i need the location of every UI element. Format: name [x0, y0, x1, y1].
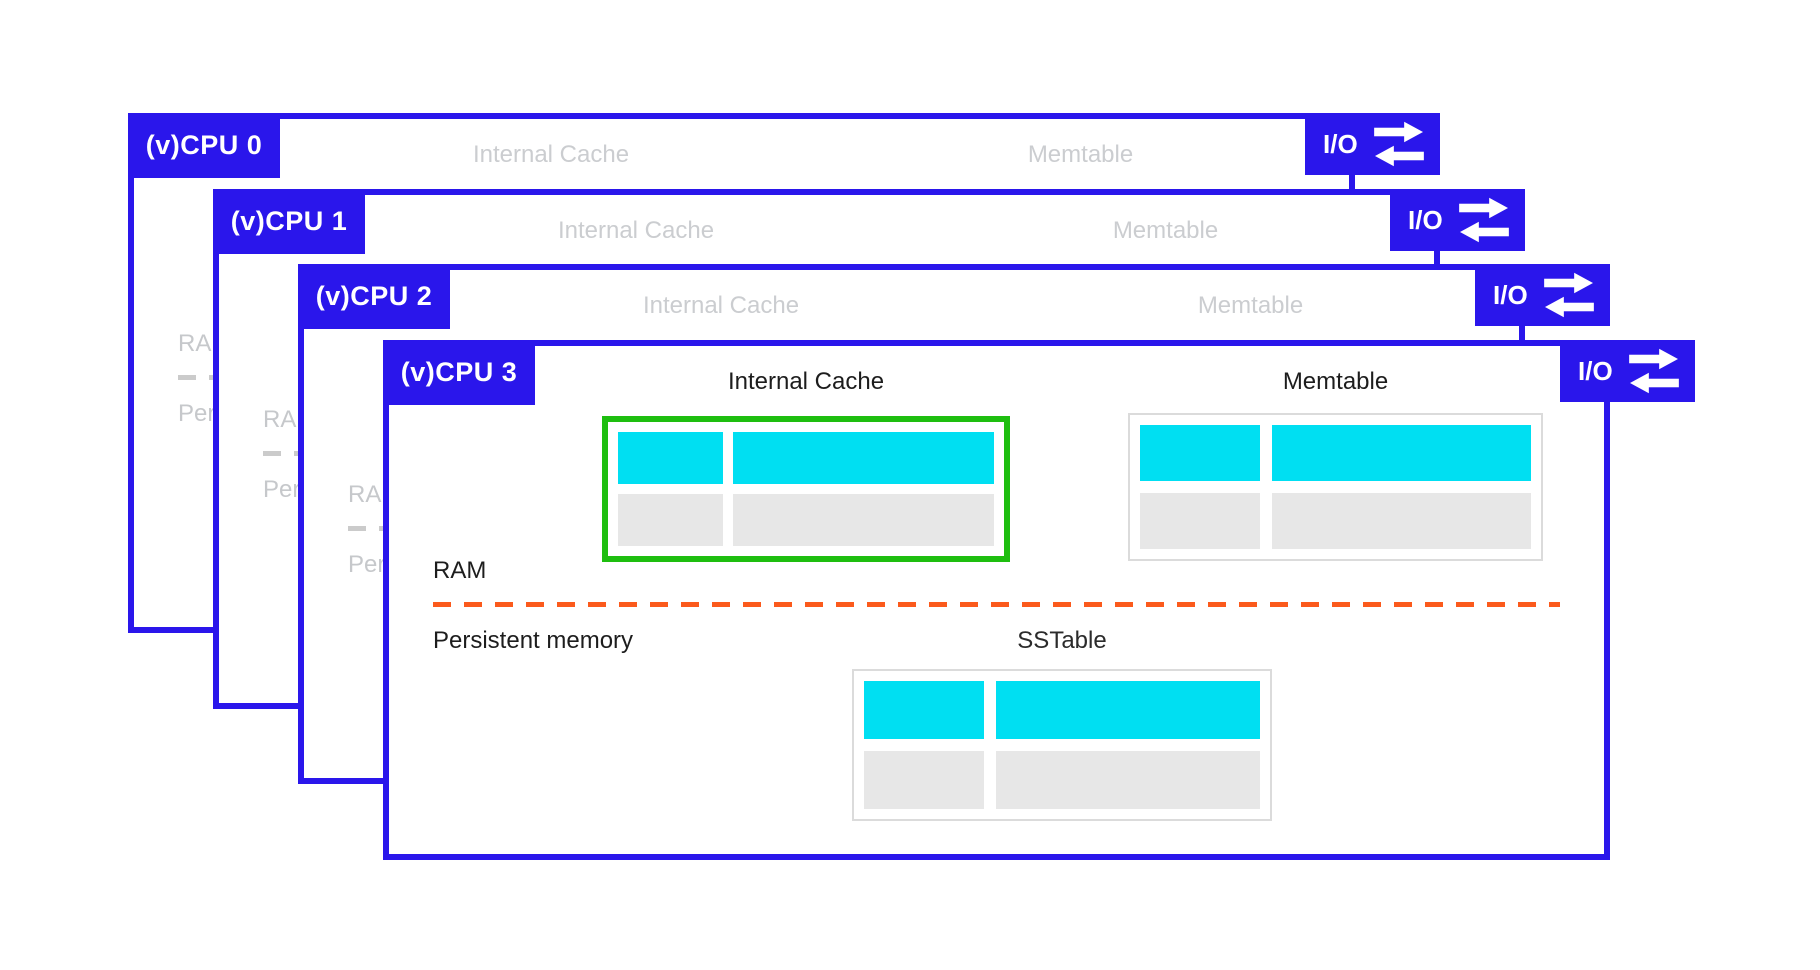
ram-label: RAM — [433, 557, 487, 584]
row1-key-cell — [618, 432, 723, 484]
internal-cache-label: Internal Cache — [557, 217, 715, 244]
arrow-left-icon — [1459, 221, 1509, 243]
io-label: I/O — [1323, 128, 1358, 159]
io-badge: I/O — [1305, 113, 1440, 175]
row1-key-cell — [1140, 425, 1260, 481]
arrow-right-icon — [1628, 348, 1678, 370]
row2-key-cell — [864, 751, 984, 809]
cpu-panel-3: Internal Cache Memtable RAM Persistent m… — [383, 340, 1695, 860]
arrow-right-icon — [1373, 121, 1423, 143]
io-arrows-icon — [1458, 197, 1509, 243]
memtable-label: Memtable — [1027, 141, 1134, 168]
io-arrows-icon — [1373, 121, 1424, 167]
memtable-table — [1128, 413, 1543, 561]
row1-value-cell — [1272, 425, 1531, 481]
memtable-label: Memtable — [1282, 368, 1389, 395]
row2-value-cell — [1272, 493, 1531, 549]
row2-value-cell — [996, 751, 1260, 809]
row1-key-cell — [864, 681, 984, 739]
row2-key-cell — [618, 494, 723, 546]
internal-cache-label: Internal Cache — [727, 368, 885, 395]
arrow-right-icon — [1543, 272, 1593, 294]
arrow-left-icon — [1544, 296, 1594, 318]
cpu-badge: (v)CPU 2 — [298, 264, 450, 329]
io-badge: I/O — [1560, 340, 1695, 402]
internal-cache-label: Internal Cache — [472, 141, 630, 168]
row2-key-cell — [1140, 493, 1260, 549]
arrow-left-icon — [1629, 372, 1679, 394]
memtable-label: Memtable — [1112, 217, 1219, 244]
io-badge: I/O — [1390, 189, 1525, 251]
cpu-badge: (v)CPU 1 — [213, 189, 365, 254]
sstable-label: SSTable — [1017, 627, 1107, 654]
io-arrows-icon — [1628, 348, 1679, 394]
row2-value-cell — [733, 494, 994, 546]
io-badge: I/O — [1475, 264, 1610, 326]
row1-value-cell — [996, 681, 1260, 739]
cpu-badge: (v)CPU 0 — [128, 113, 280, 178]
cpu-badge: (v)CPU 3 — [383, 340, 535, 405]
ram-persistent-divider — [433, 602, 1560, 607]
internal-cache-label: Internal Cache — [642, 292, 800, 319]
io-arrows-icon — [1543, 272, 1594, 318]
arrow-right-icon — [1458, 197, 1508, 219]
io-label: I/O — [1408, 204, 1443, 235]
memtable-label: Memtable — [1197, 292, 1304, 319]
arrow-left-icon — [1374, 145, 1424, 167]
sstable-table — [852, 669, 1272, 821]
io-label: I/O — [1493, 279, 1528, 310]
internal-cache-table — [602, 416, 1010, 562]
io-label: I/O — [1578, 355, 1613, 386]
persistent-memory-label: Persistent memory — [433, 627, 634, 654]
row1-value-cell — [733, 432, 994, 484]
